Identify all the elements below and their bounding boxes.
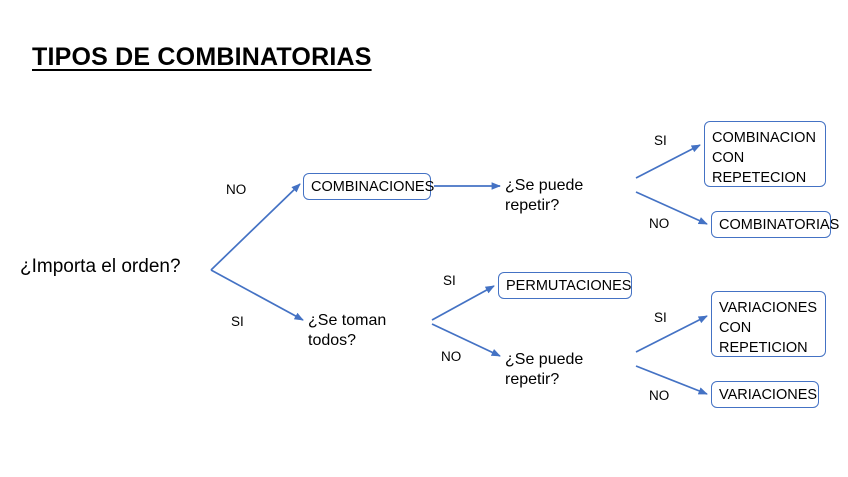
node-se-puede-repetir-top[interactable]: ¿Se puede repetir?	[505, 177, 584, 214]
node-se-toman-todos[interactable]: ¿Se toman todos?	[308, 312, 387, 349]
edge-label-edge-repetir-si-combinacionconrep: SI	[654, 133, 667, 148]
page-title: TIPOS DE COMBINATORIAS	[32, 43, 372, 71]
connector-edge-repetir-no-combinatorias	[635, 191, 708, 225]
node-variaciones[interactable]: VARIACIONES	[711, 381, 819, 408]
node-combinatorias[interactable]: COMBINATORIAS	[711, 211, 839, 238]
node-permutaciones[interactable]: PERMUTACIONES	[498, 272, 632, 299]
node-combinacion-con-repetecion[interactable]: COMBINACION CON REPETECION	[704, 121, 826, 187]
edge-label-edge-orden-no-combinaciones: NO	[226, 182, 247, 197]
connector-edge-orden-no-combinaciones	[210, 183, 301, 271]
edge-label-edge-setoman-si-permutaciones: SI	[443, 273, 456, 288]
connector-edge-repetir-si-combinacionconrep	[635, 144, 701, 179]
edge-label-edge-repetir-no-combinatorias: NO	[649, 216, 670, 231]
node-se-puede-repetir-bottom[interactable]: ¿Se puede repetir?	[505, 351, 584, 388]
node-variaciones-con-repeticion[interactable]: VARIACIONES CON REPETICION	[711, 291, 826, 357]
connector-edge-repetir2-si-variacionesconrep	[635, 315, 708, 353]
edge-label-edge-repetir2-si-variacionesconrep: SI	[654, 310, 667, 325]
edge-label-edge-repetir2-no-variaciones: NO	[649, 388, 670, 403]
connector-edge-repetir2-no-variaciones	[635, 365, 708, 395]
node-combinaciones[interactable]: COMBINACIONES	[303, 173, 434, 200]
edge-label-edge-setoman-no-repetir: NO	[441, 349, 462, 364]
edge-label-edge-orden-si-setomantodos: SI	[231, 314, 244, 329]
connector-edge-setoman-si-permutaciones	[431, 285, 495, 321]
connector-edge-orden-si-setomantodos	[210, 269, 304, 321]
node-importa-el-orden[interactable]: ¿Importa el orden?	[20, 256, 181, 277]
